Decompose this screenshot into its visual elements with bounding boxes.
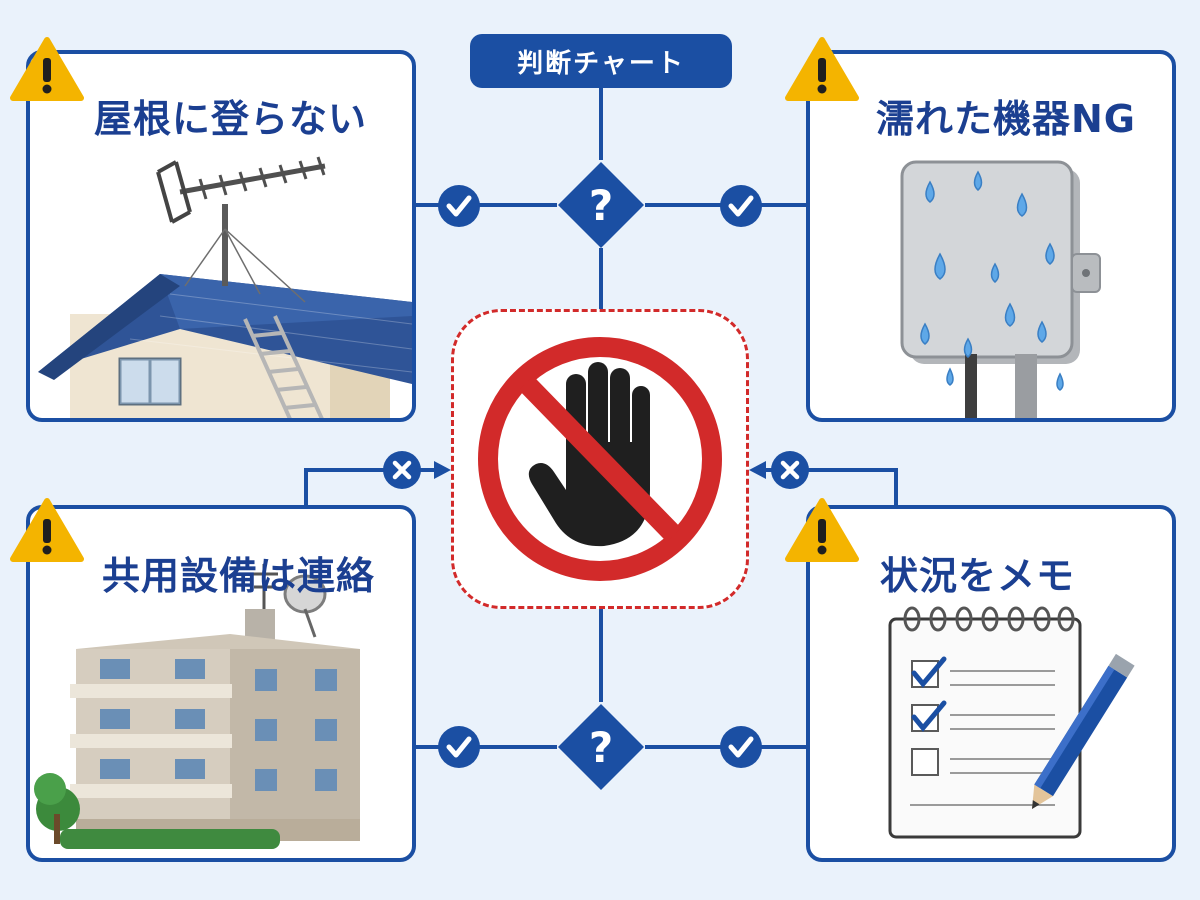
house-antenna-illustration [38, 156, 412, 418]
warning-icon [10, 498, 84, 562]
card-roof: 屋根に登らない [26, 50, 416, 422]
flow-chart-title: 判断チャート [470, 34, 732, 88]
svg-text:?: ? [589, 181, 613, 230]
warning-icon [785, 37, 859, 101]
card-wet-equipment: 濡れた機器NG [806, 50, 1176, 422]
card-roof-title: 屋根に登らない [94, 97, 368, 141]
check-circle-icon [720, 726, 762, 768]
check-circle-icon [438, 726, 480, 768]
question-diamond-icon: ? [558, 704, 644, 790]
check-circle-icon [720, 185, 762, 227]
card-wet-equipment-title: 濡れた機器NG [876, 97, 1136, 141]
check-circle-icon [438, 185, 480, 227]
card-shared-facility-title: 共用設備は連絡 [102, 554, 376, 598]
no-touch-hand-icon [478, 337, 722, 581]
warning-icon [10, 37, 84, 101]
center-stop-box [451, 309, 749, 609]
checklist-pencil-illustration [888, 606, 1135, 839]
card-memo: 状況をメモ [806, 505, 1176, 862]
warning-icon [785, 498, 859, 562]
card-shared-facility: 共用設備は連絡 [26, 505, 416, 862]
question-diamond-icon: ? [558, 162, 644, 248]
card-memo-title: 状況をメモ [880, 554, 1076, 598]
wet-junction-box-illustration [900, 160, 1101, 418]
apartment-building-illustration [34, 564, 360, 849]
x-circle-icon [383, 451, 421, 489]
svg-text:?: ? [589, 723, 613, 772]
x-circle-icon [771, 451, 809, 489]
